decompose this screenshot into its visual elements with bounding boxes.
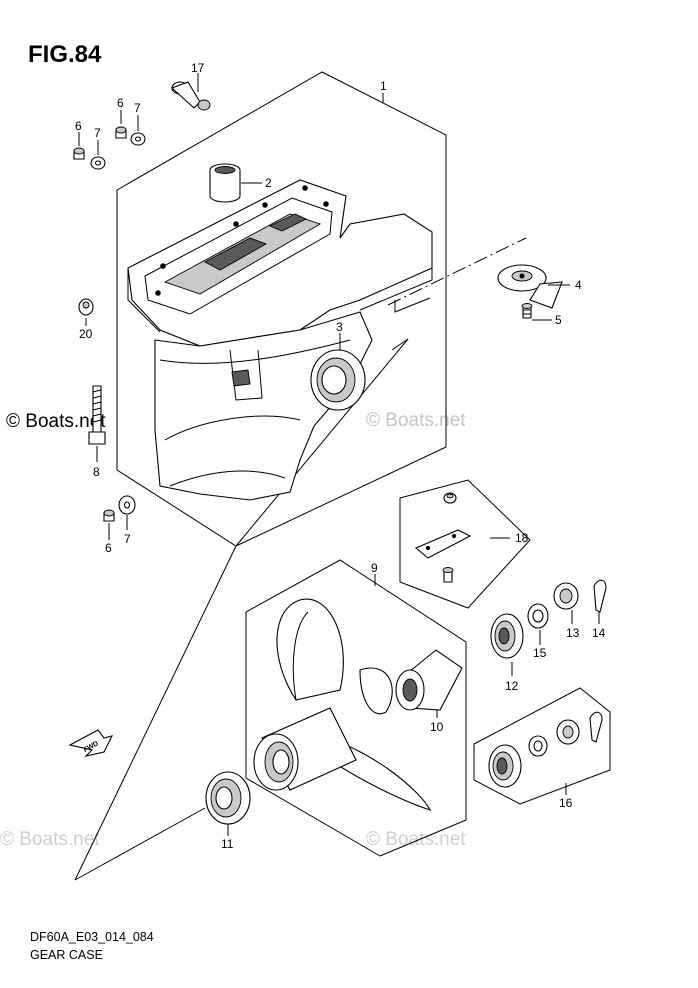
stopper-icon [205, 771, 251, 825]
watermark-right: © Boats.net [366, 410, 466, 431]
propeller-icon [253, 598, 432, 811]
callout-9: 9 [371, 561, 378, 575]
diagram-name: GEAR CASE [30, 948, 103, 962]
screw-icon-18 [442, 567, 454, 583]
bolt-icon-6a [73, 147, 85, 160]
callout-2: 2 [265, 176, 272, 190]
stud-bolt-icon [88, 385, 106, 445]
washer-icon-7a [90, 156, 106, 170]
fwd-arrow-icon: FWD [68, 729, 114, 757]
bushing-icon-12 [490, 613, 524, 659]
callout-7a: 7 [94, 126, 101, 140]
bolt-icon-6c [103, 509, 115, 522]
callout-3: 3 [336, 320, 343, 334]
gear-case-icon [127, 179, 433, 501]
callout-7c: 7 [124, 532, 131, 546]
callout-7b: 7 [134, 101, 141, 115]
plug-icon [170, 81, 211, 111]
callout-1: 1 [380, 79, 387, 93]
figure-title: FIG.84 [28, 41, 102, 68]
callout-14: 14 [592, 626, 606, 640]
callout-13: 13 [566, 626, 580, 640]
plate-icon-18 [414, 529, 472, 559]
anode-bolt-icon [521, 303, 533, 319]
diagram-code: DF60A_E03_014_084 [30, 930, 154, 944]
watermark-bottom-right: © Boats.net [366, 829, 466, 850]
washer-icon-15 [527, 603, 549, 629]
oil-seal-icon [310, 349, 366, 411]
bolt-icon-6b [115, 126, 127, 139]
cotter-pin-icon-14 [593, 579, 607, 613]
group-box-16 [473, 687, 611, 805]
callout-16: 16 [559, 796, 573, 810]
callout-8: 8 [93, 465, 100, 479]
callout-5: 5 [555, 313, 562, 327]
spacer-icon [395, 649, 463, 711]
washer-icon-7c [118, 495, 136, 515]
watermark-bottom-left: © Boats.net [0, 829, 100, 850]
gear-case-group-outline [74, 71, 527, 881]
callout-15: 15 [533, 646, 547, 660]
callout-12: 12 [505, 679, 519, 693]
nut-icon-13 [553, 582, 579, 610]
callout-6c: 6 [105, 541, 112, 555]
callout-6a: 6 [75, 119, 82, 133]
bushing-icon [209, 163, 241, 203]
anode-icon [497, 264, 563, 309]
callout-20: 20 [79, 327, 93, 341]
callout-6b: 6 [117, 96, 124, 110]
callout-11: 11 [221, 837, 234, 851]
callout-4: 4 [575, 278, 582, 292]
nut-icon-18 [443, 492, 457, 504]
watermark-primary: © Boats.net [6, 411, 106, 432]
group-box-9 [245, 559, 467, 857]
callout-10: 10 [430, 720, 444, 734]
callout-17: 17 [191, 61, 205, 75]
group-box-18 [399, 479, 531, 609]
kit-icon-16 [488, 711, 603, 788]
callout-18: 18 [515, 531, 529, 545]
washer-icon-7b [130, 132, 146, 146]
nut-icon [78, 298, 94, 316]
